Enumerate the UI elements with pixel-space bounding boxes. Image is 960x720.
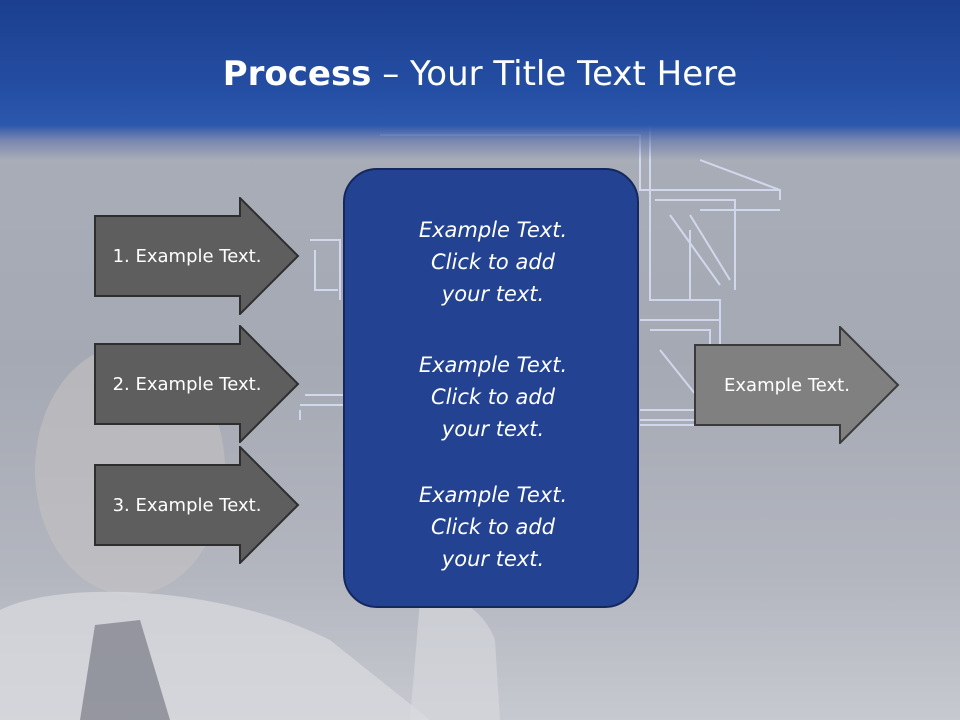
slide-title[interactable]: Process – Your Title Text Here [0,52,960,96]
arrow-right-shape-icon [94,446,300,564]
step-arrow-label: 3. Example Text. [112,494,262,516]
step-arrow-label: 1. Example Text. [112,245,262,267]
center-text-block-1[interactable]: Example Text. Click to add your text. [345,214,641,310]
text-line: your text. [441,547,545,571]
text-line: your text. [441,282,545,306]
center-text-block-2[interactable]: Example Text. Click to add your text. [345,349,641,445]
text-line: Example Text. [418,483,568,507]
text-line: Click to add [430,515,555,539]
arrow-right-shape-icon [694,326,900,444]
text-line: Example Text. [418,218,568,242]
title-rest-text: – Your Title Text Here [371,54,738,94]
text-line: your text. [441,417,545,441]
step-arrow-2[interactable]: 2. Example Text. [94,325,300,443]
title-bar [0,0,960,160]
arrow-right-shape-icon [94,325,300,443]
step-arrow-1[interactable]: 1. Example Text. [94,197,300,315]
step-arrow-3[interactable]: 3. Example Text. [94,446,300,564]
output-arrow-label: Example Text. [724,374,850,396]
arrow-right-shape-icon [94,197,300,315]
text-line: Click to add [430,250,555,274]
process-center-box[interactable]: Example Text. Click to add your text. Ex… [343,168,639,608]
title-bold-word: Process [222,54,372,94]
text-line: Example Text. [418,353,568,377]
output-arrow[interactable]: Example Text. [694,326,900,444]
step-arrow-label: 2. Example Text. [112,373,262,395]
center-text-block-3[interactable]: Example Text. Click to add your text. [345,479,641,575]
text-line: Click to add [430,385,555,409]
